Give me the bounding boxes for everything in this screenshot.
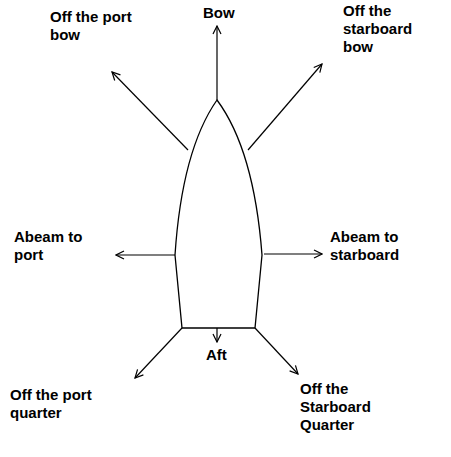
abeam-starboard-arrow	[264, 253, 322, 254]
direction-label: Off the starboard bow	[343, 2, 425, 56]
port-quarter-arrow	[135, 328, 182, 378]
direction-label: Abeam to starboard	[330, 228, 430, 264]
direction-label: Aft	[206, 346, 256, 364]
hull-outline	[175, 100, 262, 328]
direction-label: Bow	[203, 4, 263, 22]
starboard-bow-arrow	[248, 64, 322, 150]
aft-arrow	[216, 328, 217, 342]
direction-label: Off the Starboard Quarter	[300, 380, 386, 434]
abeam-port-arrow	[116, 254, 175, 255]
starboard-quarter-arrow	[255, 328, 298, 374]
bow-arrow	[216, 26, 217, 100]
direction-label: Off the port quarter	[10, 386, 114, 422]
direction-label: Abeam to port	[14, 228, 96, 264]
port-bow-arrow	[112, 72, 188, 150]
direction-label: Off the port bow	[50, 8, 150, 44]
